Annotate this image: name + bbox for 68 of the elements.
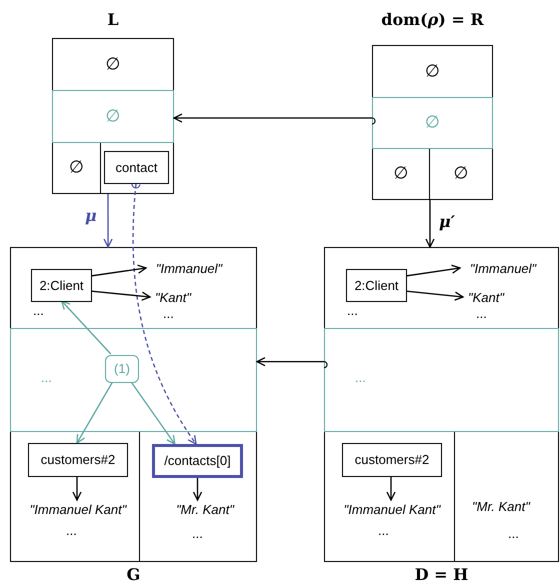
compartment: [101, 143, 174, 194]
ellipsis: ...: [355, 371, 366, 384]
arrow: [130, 382, 176, 445]
arrow: [76, 382, 114, 444]
compartment: [430, 149, 493, 200]
string-value: "Kant": [464, 288, 508, 308]
compartment: [140, 432, 257, 562]
ellipsis: ...: [163, 307, 174, 320]
ellipsis: ...: [192, 527, 203, 540]
compartment: [10, 328, 257, 432]
object-box: 2:Client: [31, 269, 92, 302]
ellipsis: ...: [66, 524, 77, 537]
compartment: [372, 45, 493, 97]
dashed-arrow: [131, 183, 197, 445]
string-value: "Mr. Kant": [160, 500, 250, 520]
object-box: 2:Client: [346, 269, 407, 302]
compartment: [324, 247, 559, 328]
compartment: [455, 432, 559, 562]
graph-title: G: [126, 567, 142, 583]
arrow: [173, 113, 376, 125]
ellipsis: ...: [476, 307, 487, 320]
string-value: "Immanuel Kant": [329, 500, 455, 520]
ellipsis: ...: [33, 304, 44, 317]
compartment: [372, 97, 493, 149]
arrow: [103, 194, 113, 248]
empty-set-symbol: ∅: [425, 114, 440, 132]
string-value: "Immanuel": [147, 259, 231, 279]
compartment: [372, 149, 430, 200]
compartment: [52, 90, 174, 143]
correspondence-label: (1): [105, 355, 139, 383]
string-value: "Immanuel": [461, 259, 545, 279]
object-box: customers#2: [342, 443, 442, 477]
empty-set-symbol: ∅: [394, 166, 408, 182]
arrow: [406, 290, 464, 301]
arrow: [192, 478, 202, 501]
compartment: [324, 328, 559, 432]
empty-set-symbol: ∅: [425, 63, 440, 80]
empty-set-symbol: ∅: [106, 56, 120, 73]
ellipsis: ...: [508, 527, 519, 540]
arrow: [406, 264, 461, 277]
empty-set-symbol: ∅: [454, 166, 468, 182]
arrow: [90, 264, 147, 277]
object-box: customers#2: [28, 443, 128, 477]
compartment: [52, 38, 174, 90]
empty-set-symbol: ∅: [69, 160, 84, 176]
string-value: "Kant": [151, 288, 195, 308]
ellipsis: ...: [41, 371, 52, 384]
ellipsis: ...: [347, 304, 358, 317]
compartment: [324, 432, 455, 562]
arrow: [256, 357, 328, 368]
arrow: [386, 477, 396, 501]
arrow: [61, 300, 112, 354]
object-box: contact: [104, 151, 169, 184]
string-value: "Immanuel Kant": [15, 500, 141, 520]
graph-title: dom(ρ) = R: [380, 12, 485, 28]
object-box: /contacts[0]: [152, 444, 243, 478]
empty-set-symbol: ∅: [106, 108, 120, 125]
ellipsis: ...: [378, 524, 389, 537]
arrow: [425, 200, 435, 248]
compartment: [10, 247, 257, 328]
arrow: [72, 477, 82, 501]
graph-title: D = H: [414, 567, 470, 583]
edge-label: μ′: [438, 214, 456, 230]
string-value: "Mr. Kant": [472, 500, 530, 513]
arrow: [90, 290, 151, 301]
graph-title: L: [106, 12, 120, 28]
compartment: [52, 143, 101, 194]
compartment: [10, 432, 140, 562]
